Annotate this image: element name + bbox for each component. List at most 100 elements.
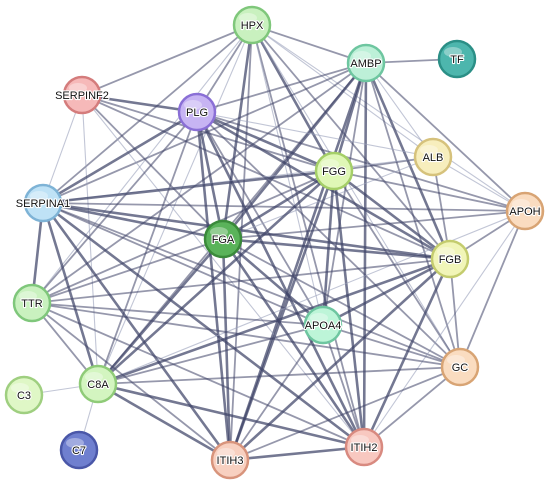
node-tf[interactable]: TF [437, 39, 477, 79]
edge-plg-fga [195, 110, 225, 241]
node-circle[interactable] [437, 39, 477, 79]
node-circle[interactable] [23, 183, 63, 223]
node-circle[interactable] [232, 5, 272, 45]
edge-ttr-itih3 [31, 302, 231, 461]
node-circle[interactable] [303, 305, 343, 345]
edge-serpina1-apoa4 [42, 202, 324, 326]
edge-ambp-gc [365, 62, 461, 368]
node-ttr[interactable]: TTR [12, 283, 52, 323]
node-c8a[interactable]: C8A [78, 364, 118, 404]
edge-fgb-itih3 [228, 257, 452, 462]
edge-apoh-c8a [97, 210, 526, 385]
edge-ambp-apoa4 [322, 62, 367, 326]
node-highlight [321, 159, 339, 169]
edge-plg-apoh [196, 111, 526, 212]
node-circle[interactable] [344, 427, 384, 467]
node-highlight [66, 438, 84, 448]
node-fgb[interactable]: FGB [430, 239, 470, 279]
edge-fga-fgb [221, 237, 452, 261]
edge-plg-apoa4 [196, 111, 324, 326]
edge-c8a-itih3 [96, 382, 232, 462]
node-fga[interactable]: FGA [203, 219, 243, 259]
node-hpx[interactable]: HPX [232, 5, 272, 45]
edge-fga-c8a [96, 237, 225, 386]
edge-serpina1-c8a [41, 201, 100, 386]
node-highlight [351, 435, 369, 445]
edge-fgg-fgb [332, 169, 452, 261]
node-highlight [19, 291, 37, 301]
node-circle[interactable] [78, 364, 118, 404]
node-circle[interactable] [4, 375, 44, 415]
edge-fgg-apoh [333, 170, 526, 212]
edge-plg-fgg [195, 110, 336, 173]
edge-apoh-fga [222, 210, 526, 240]
edge-fgg-fga [221, 169, 336, 241]
node-plg[interactable]: PLG [177, 92, 217, 132]
edge-apoa4-itih3 [229, 324, 324, 461]
edge-plg-itih3 [195, 110, 232, 462]
node-alb[interactable]: ALB [413, 137, 453, 177]
edge-hpx-fgg [250, 23, 336, 173]
edge-ttr-apoa4 [31, 302, 324, 326]
node-circle[interactable] [346, 43, 386, 83]
edge-serpina1-apoh [42, 202, 526, 212]
edge-ambp-serpina1 [42, 62, 367, 204]
node-serpinf2[interactable]: SERPINF2 [54, 75, 110, 115]
edge-hpx-fgb [251, 24, 451, 260]
node-circle[interactable] [413, 137, 453, 177]
node-highlight [184, 100, 202, 110]
node-ambp[interactable]: AMBP [346, 43, 386, 83]
node-highlight [85, 372, 103, 382]
edge-c8a-itih2 [96, 382, 366, 449]
node-highlight [310, 313, 328, 323]
node-circle[interactable] [210, 440, 250, 480]
node-highlight [447, 355, 465, 365]
node-fgg[interactable]: FGG [314, 151, 354, 191]
edge-ambp-itih2 [362, 61, 368, 449]
node-circle[interactable] [440, 347, 480, 387]
node-circle[interactable] [314, 151, 354, 191]
edge-gc-itih2 [363, 366, 461, 448]
node-circle[interactable] [430, 239, 470, 279]
edge-serpina1-gc [42, 202, 461, 368]
edge-plg-ttr [31, 111, 198, 304]
node-highlight [30, 191, 48, 201]
node-circle[interactable] [203, 219, 243, 259]
node-circle[interactable] [12, 283, 52, 323]
node-itih3[interactable]: ITIH3 [210, 440, 250, 480]
edge-itih3-itih2 [228, 445, 366, 462]
node-highlight [217, 448, 235, 458]
node-highlight [437, 247, 455, 257]
edge-ttr-itih2 [31, 302, 365, 448]
node-itih2[interactable]: ITIH2 [344, 427, 384, 467]
node-highlight [239, 13, 257, 23]
node-c7[interactable]: C7 [59, 430, 99, 470]
edge-apoa4-gc [322, 324, 461, 368]
node-circle[interactable] [505, 191, 545, 231]
edge-plg-itih2 [195, 110, 366, 449]
edge-fgb-apoa4 [321, 257, 452, 327]
node-circle[interactable] [62, 75, 102, 115]
edge-apoh-itih2 [363, 210, 526, 448]
node-apoa4[interactable]: APOA4 [303, 305, 343, 345]
edge-fgb-itih2 [362, 257, 452, 449]
edge-hpx-fga [221, 23, 254, 241]
node-circle[interactable] [59, 430, 99, 470]
node-circle[interactable] [177, 92, 217, 132]
node-c3[interactable]: C3 [4, 375, 44, 415]
edge-fgb-ttr [31, 258, 451, 304]
node-highlight [11, 383, 29, 393]
edge-apoa4-itih2 [322, 324, 365, 448]
edge-fga-ttr [31, 238, 224, 304]
edge-fgg-gc [333, 170, 461, 368]
node-apoh[interactable]: APOH [505, 191, 545, 231]
edge-apoh-gc [459, 210, 526, 368]
edge-layer [23, 23, 526, 462]
edge-fga-gc [222, 238, 461, 368]
node-gc[interactable]: GC [440, 347, 480, 387]
node-highlight [444, 47, 462, 57]
edge-gc-itih3 [229, 366, 461, 461]
edge-hpx-ambp [251, 24, 367, 64]
edge-serpina1-fga [41, 201, 225, 241]
